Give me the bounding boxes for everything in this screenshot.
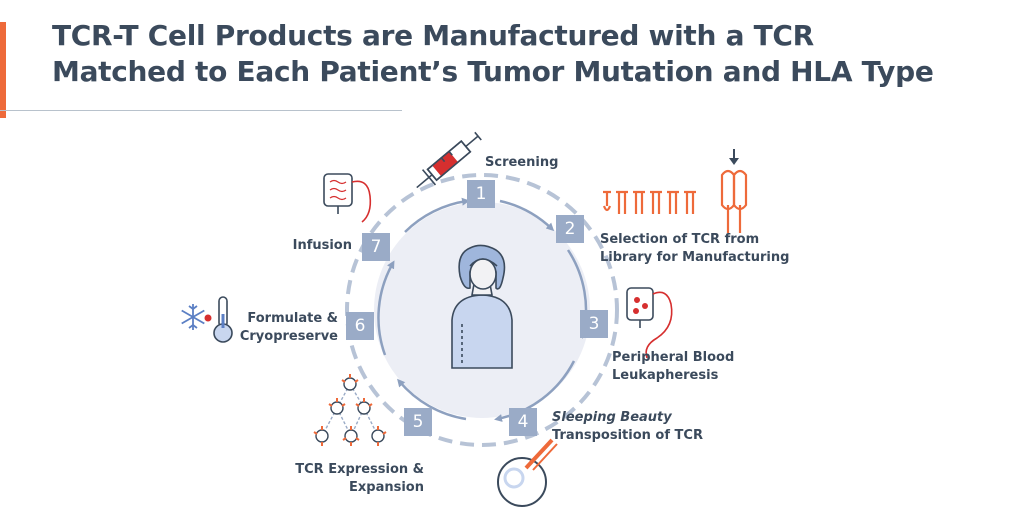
cell-expansion-icon	[313, 374, 387, 446]
arrow-1-to-2	[499, 199, 555, 232]
step-7-label: Infusion	[292, 238, 352, 253]
cell-transposition-icon	[497, 438, 558, 507]
step-4-badge: 4	[509, 408, 537, 436]
infusion-bag-icon	[323, 173, 372, 223]
step-4-label: Sleeping Beauty Transposition of TCR	[552, 410, 703, 443]
syringe-icon	[416, 131, 482, 189]
step-6-label: Formulate & Cryopreserve	[239, 311, 338, 344]
accent-bar	[0, 22, 6, 118]
step-7-badge: 7	[362, 233, 390, 261]
arrow-7-to-1	[404, 197, 470, 233]
step-5-badge: 5	[404, 408, 432, 436]
step-3-badge: 3	[580, 310, 608, 338]
step-5-label: TCR Expression & Expansion	[295, 462, 424, 495]
tcr-library-icon	[602, 169, 748, 233]
step-1-badge: 1	[467, 180, 495, 208]
step-2-label: Selection of TCR from Library for Manufa…	[600, 232, 790, 265]
arrow-5-to-6	[397, 378, 467, 421]
selection-arrow-icon	[729, 149, 739, 165]
step-3-label: Peripheral Blood Leukapheresis	[612, 350, 735, 383]
thermometer-red-dot	[204, 314, 212, 322]
patient-icon	[451, 244, 513, 369]
step-6-badge: 6	[346, 312, 374, 340]
blood-bag-icon	[626, 287, 673, 359]
cryo-thermometer-icon	[213, 296, 233, 343]
title-line-1: TCR-T Cell Products are Manufactured wit…	[52, 19, 814, 52]
cycle-arrows	[377, 197, 589, 422]
page-title: TCR-T Cell Products are Manufactured wit…	[52, 18, 992, 90]
title-divider	[0, 110, 402, 111]
step-1-label: Screening	[485, 155, 559, 170]
arrow-3-to-4	[494, 360, 576, 422]
arrow-6-to-7	[377, 260, 395, 356]
step-2-badge: 2	[556, 215, 584, 243]
outer-dashed-ring	[345, 173, 619, 447]
title-line-2: Matched to Each Patient’s Tumor Mutation…	[52, 55, 934, 88]
snowflake-icon	[181, 304, 205, 330]
